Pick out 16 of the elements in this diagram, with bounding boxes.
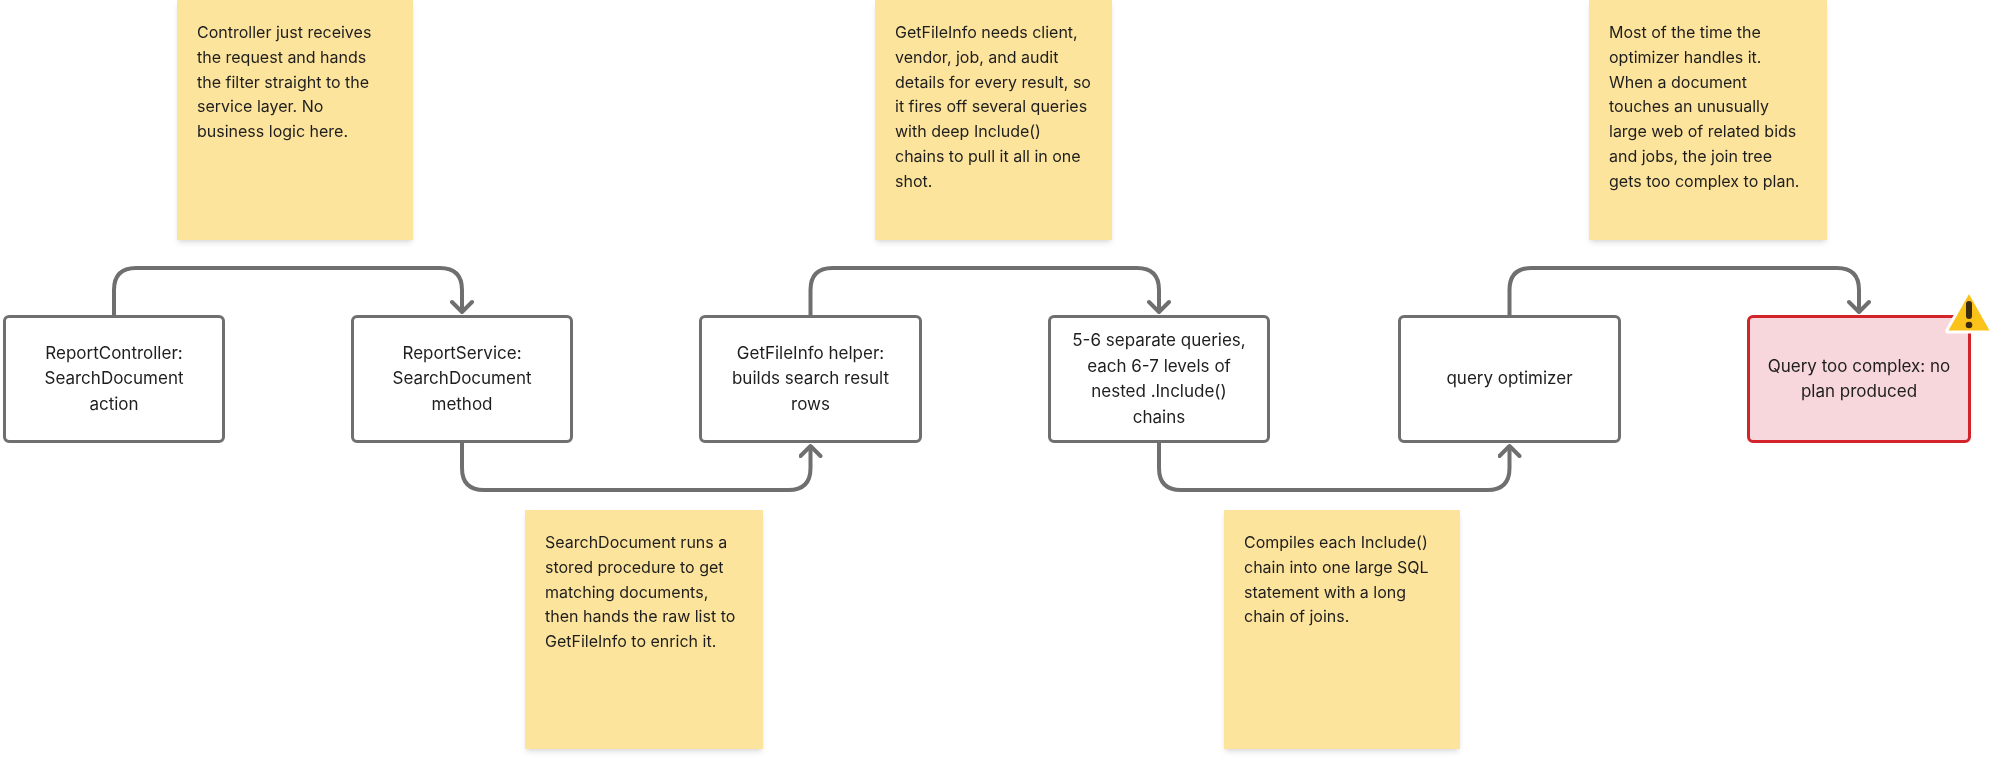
process-box: GetFileInfo helper: builds search result rows xyxy=(699,315,922,443)
sticky-note: SearchDocument runs a stored procedure to get matching documents, then hands the raw list to GetFileInfo to enrich it. xyxy=(525,510,763,749)
process-box: ReportService: SearchDocument method xyxy=(351,315,573,443)
error-box: Query too complex: no plan produced xyxy=(1747,315,1971,443)
arrow xyxy=(1507,266,1871,315)
process-box: ReportController: SearchDocument action xyxy=(3,315,225,443)
sticky-note: Compiles each Include() chain into one large SQL statement with a long chain of joins. xyxy=(1224,510,1460,749)
arrow xyxy=(460,443,823,492)
arrow xyxy=(808,266,1171,315)
arrow xyxy=(112,266,474,315)
arrow xyxy=(1157,443,1522,492)
process-box: 5-6 separate queries, each 6-7 levels of nested .Include() chains xyxy=(1048,315,1270,443)
sticky-note: Most of the time the optimizer handles it. When a document touches an unusually large web of related bids and jobs, the join tree gets too complex to plan. xyxy=(1589,0,1827,240)
process-box: query optimizer xyxy=(1398,315,1621,443)
sticky-note: Controller just receives the request and hands the filter straight to the service layer. No business logic here. xyxy=(177,0,413,240)
sticky-note: GetFileInfo needs client, vendor, job, and audit details for every result, so it fires off several queries with deep Include() chains to pull it all in one shot. xyxy=(875,0,1112,240)
